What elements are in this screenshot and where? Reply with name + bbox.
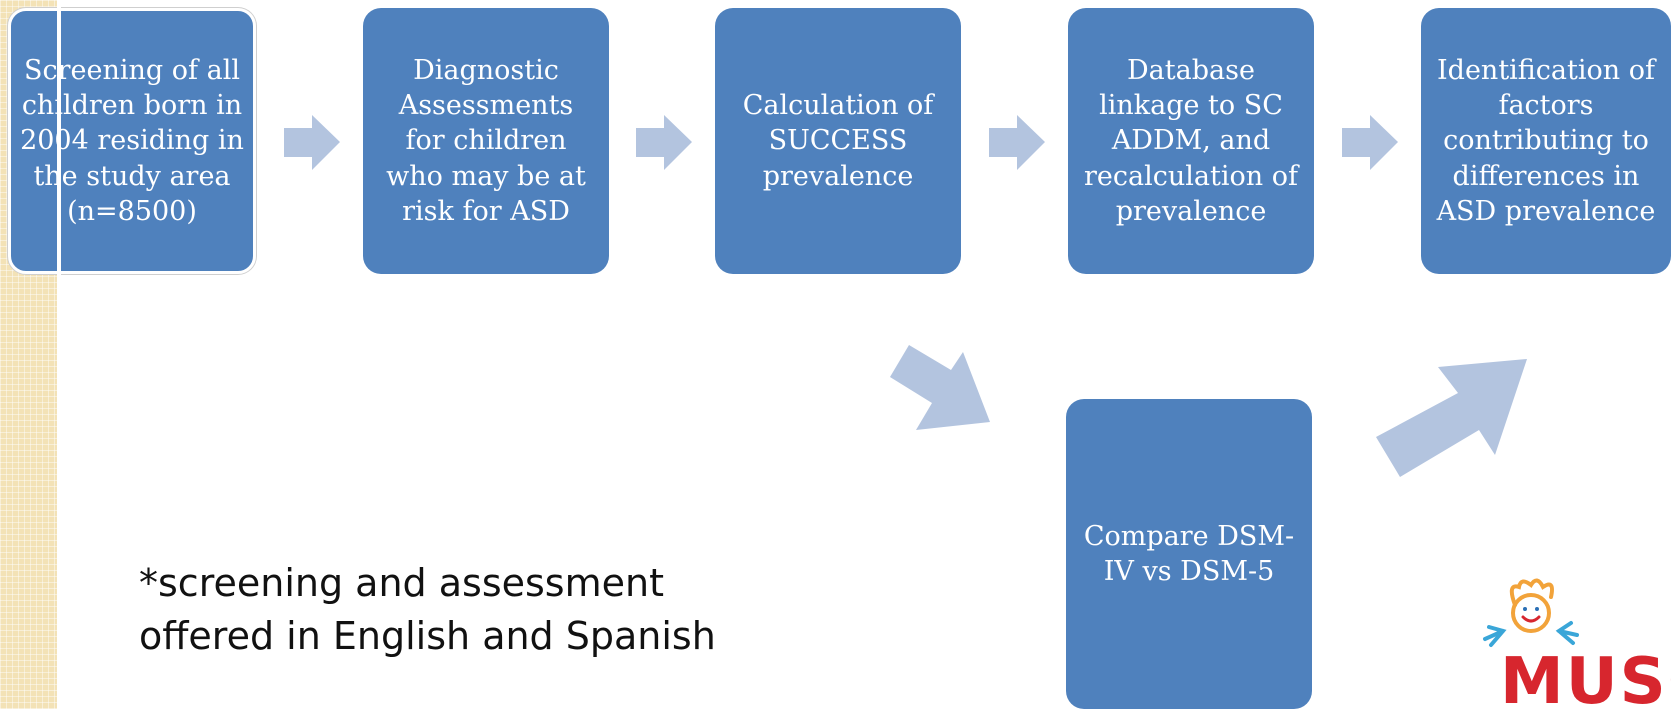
step-identification-factors: Identification of factors contributing t… <box>1421 8 1671 274</box>
musc-logo: MUSC <box>1483 578 1671 715</box>
step-screening: Screening of all children born in 2004 r… <box>8 8 256 274</box>
arrow-right-icon <box>989 115 1045 170</box>
step-diagnostic-assessments-label: Diagnostic Assessments for children who … <box>386 55 586 227</box>
step-compare-dsm: Compare DSM-IV vs DSM-5 <box>1066 399 1312 709</box>
step-compare-dsm-label: Compare DSM-IV vs DSM-5 <box>1083 520 1295 587</box>
text-cursor-overlay <box>57 0 61 280</box>
step-database-linkage: Database linkage to SC ADDM, and recalcu… <box>1068 8 1314 274</box>
step-screening-label: Screening of all children born in 2004 r… <box>20 55 244 227</box>
arrow-right-icon <box>1342 115 1398 170</box>
arrow-right-icon <box>636 115 692 170</box>
step-identification-factors-label: Identification of factors contributing t… <box>1436 55 1656 227</box>
arrow-up-right-icon <box>1376 359 1527 477</box>
logo-text: MUSC <box>1500 645 1671 715</box>
step-calculation-prevalence: Calculation of SUCCESS prevalence <box>715 8 961 274</box>
step-diagnostic-assessments: Diagnostic Assessments for children who … <box>363 8 609 274</box>
step-database-linkage-label: Database linkage to SC ADDM, and recalcu… <box>1084 55 1298 227</box>
footnote-language: *screening and assessment offered in Eng… <box>139 561 716 659</box>
step-calculation-prevalence-label: Calculation of SUCCESS prevalence <box>742 90 934 192</box>
arrow-right-icon <box>284 115 340 170</box>
arrow-down-right-icon <box>890 345 990 430</box>
child-drawing-icon <box>1483 578 1579 647</box>
